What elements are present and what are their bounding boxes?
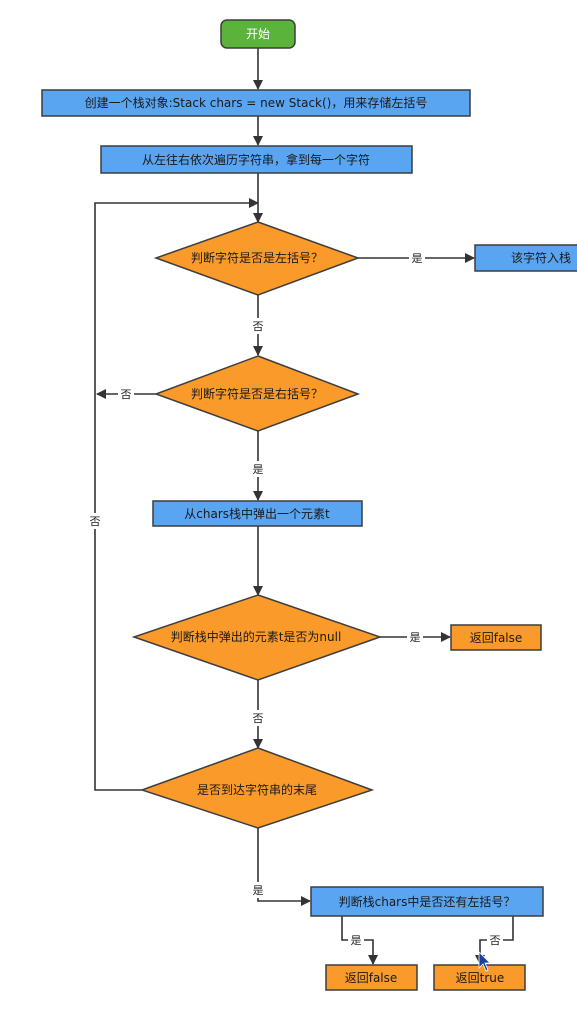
edge-label-is-null-no: 否 [253, 712, 264, 725]
edge-label-loop-no: 否 [90, 515, 101, 528]
has-left-label: 判断栈chars中是否还有左括号？ [339, 894, 516, 909]
node-is-left: 判断字符是否是左括号？ [153, 221, 361, 296]
edge-label-is-right-no: 否 [121, 388, 132, 401]
edge-labels: 是 否 否 是 否 是 否 是 是 否 [87, 250, 503, 948]
node-is-null: 判断栈中弹出的元素t是否为null [131, 594, 383, 681]
edge-loop-back [94, 198, 259, 791]
edge-label-has-left-no: 否 [490, 934, 501, 947]
push-label: 该字符入栈 [511, 250, 571, 265]
edge-label-is-right-yes: 是 [253, 463, 264, 476]
node-has-left: 判断栈chars中是否还有左括号？ [310, 886, 544, 917]
edge-label-has-left-yes: 是 [351, 934, 362, 947]
edge-label-is-null-yes: 是 [410, 631, 421, 644]
is-left-label: 判断字符是否是左括号？ [191, 250, 323, 265]
node-start: 开始 [220, 19, 296, 49]
edge-label-is-left-no: 否 [253, 320, 264, 333]
return-false-1-label: 返回false [470, 631, 523, 645]
node-push: 该字符入栈 [474, 244, 577, 272]
edge-is-end-yes [257, 828, 311, 906]
node-is-end: 是否到达字符串的末尾 [139, 747, 375, 829]
node-traverse: 从左往右依次遍历字符串，拿到每一个字符 [100, 145, 413, 174]
node-is-right: 判断字符是否是右括号？ [153, 355, 361, 432]
is-end-label: 是否到达字符串的末尾 [197, 782, 317, 797]
return-true-label: 返回true [456, 971, 505, 985]
is-right-label: 判断字符是否是右括号？ [191, 386, 323, 401]
mouse-cursor-icon [478, 951, 491, 972]
pop-label: 从chars栈中弹出一个元素t [184, 506, 330, 521]
return-false-2-label: 返回false [345, 971, 398, 985]
node-pop: 从chars栈中弹出一个元素t [152, 500, 363, 527]
node-return-true: 返回true [433, 964, 526, 991]
create-stack-label: 创建一个栈对象:Stack chars = new Stack()，用来存储左括… [85, 95, 428, 110]
node-return-false-1: 返回false [450, 624, 542, 651]
node-return-false-2: 返回false [325, 964, 418, 991]
start-label: 开始 [246, 27, 270, 41]
edge-label-is-left-yes: 是 [412, 252, 423, 265]
node-create-stack: 创建一个栈对象:Stack chars = new Stack()，用来存储左括… [41, 89, 471, 117]
traverse-label: 从左往右依次遍历字符串，拿到每一个字符 [142, 152, 370, 167]
edge-label-is-end-yes: 是 [253, 884, 264, 897]
is-null-label: 判断栈中弹出的元素t是否为null [171, 629, 342, 644]
